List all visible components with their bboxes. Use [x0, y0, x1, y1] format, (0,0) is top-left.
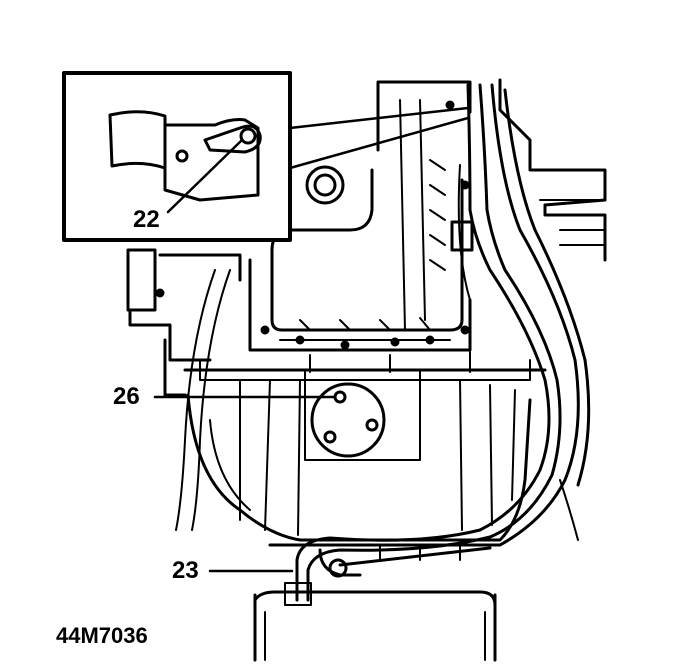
oil-sump-lower	[183, 351, 547, 542]
leader-lines	[153, 106, 470, 573]
inset-connector-top	[288, 106, 470, 130]
inset-detail	[62, 71, 292, 242]
pipe-harness	[175, 83, 591, 602]
leader-22	[166, 138, 244, 214]
callout-26: 26	[113, 383, 140, 410]
inset-connector-bottom	[288, 116, 470, 170]
left-bracket	[126, 248, 242, 397]
callout-23: 23	[172, 557, 199, 584]
engine-housing	[289, 78, 607, 262]
callout-22: 22	[133, 206, 160, 233]
cover-plate	[310, 382, 386, 458]
oil-sump-upper	[248, 99, 472, 352]
figure-code: 44M7036	[56, 623, 148, 648]
